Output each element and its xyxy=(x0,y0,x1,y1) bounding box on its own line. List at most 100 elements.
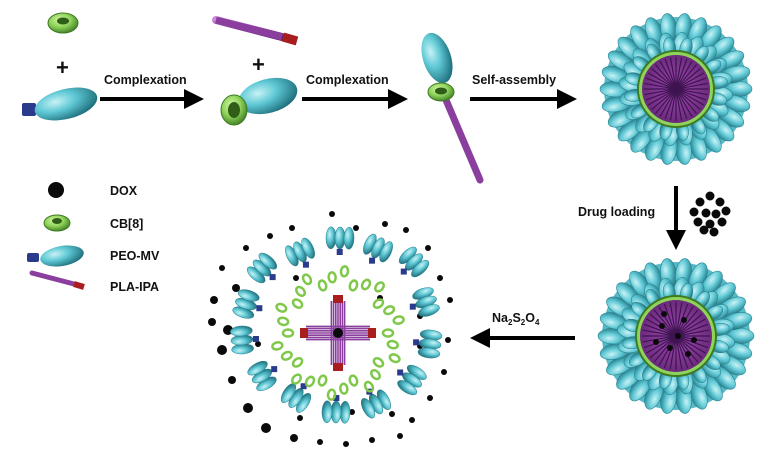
cb8-ring-icon xyxy=(43,214,71,232)
pla-chain xyxy=(664,88,677,120)
cb8-fragment xyxy=(360,278,372,291)
peo-fragment xyxy=(237,289,260,302)
pla-chain xyxy=(642,329,677,337)
peo-fragment xyxy=(330,400,342,424)
label-drug-loading: Drug loading xyxy=(578,205,655,219)
legend-item-cb8: CB[8] xyxy=(43,214,143,232)
pla-chain xyxy=(675,335,703,359)
pla-chain xyxy=(663,335,677,369)
cb8-fragment xyxy=(339,265,350,278)
pla-chain xyxy=(649,335,677,359)
mv-fragment xyxy=(397,369,404,376)
legend-label-cb8: CB[8] xyxy=(110,217,143,231)
dox-dot xyxy=(255,341,261,347)
dox-dot xyxy=(661,311,667,317)
label-complexation-1: Complexation xyxy=(104,73,187,87)
cb8-fragment xyxy=(326,388,337,401)
pla-chain xyxy=(651,67,677,90)
mv-fragment xyxy=(269,274,276,281)
pla-chain xyxy=(644,88,677,96)
dox-dot xyxy=(705,191,715,201)
legend-item-pla-ipa: PLA-IPA xyxy=(29,270,159,294)
cb8-fragment xyxy=(381,328,395,338)
pla-chain xyxy=(675,88,693,118)
dox-dot xyxy=(705,219,715,229)
dox-dot xyxy=(293,275,299,281)
pla-chain xyxy=(645,77,677,90)
pla-chain xyxy=(675,88,698,114)
cb8-fragment xyxy=(386,339,399,350)
mv-fragment xyxy=(271,366,278,373)
pla-chain xyxy=(643,323,677,337)
micelle-empty xyxy=(599,13,753,165)
dox-dot xyxy=(228,376,236,384)
dox-dot xyxy=(715,197,725,207)
cb8-fragment xyxy=(373,281,385,293)
dox-dot xyxy=(219,265,225,271)
pla-chain xyxy=(675,82,708,90)
dox-dot xyxy=(427,395,433,401)
dox-dot xyxy=(717,217,727,227)
cb8-fragment xyxy=(281,328,295,338)
na2s2o4-part-2: S xyxy=(512,311,520,325)
dox-dot xyxy=(210,296,218,304)
peo-mv-reactant xyxy=(22,87,98,121)
dox-dot xyxy=(709,227,719,237)
cb8-fragment xyxy=(369,368,381,381)
dox-dot xyxy=(653,339,659,345)
peo-fragment xyxy=(301,237,315,259)
pla-chain xyxy=(646,335,677,354)
peo-fragment xyxy=(325,226,337,250)
pla-chain xyxy=(658,335,677,366)
pla-chain xyxy=(644,82,677,90)
peo-fragment xyxy=(343,226,355,250)
dox-dot xyxy=(243,245,249,251)
legend-label-dox: DOX xyxy=(110,184,138,198)
dox-dot xyxy=(675,333,681,339)
dox-dot xyxy=(261,423,271,433)
peo-fragment xyxy=(247,360,268,376)
dox-dot xyxy=(695,197,705,207)
pla-chain xyxy=(675,88,701,111)
pla-chain xyxy=(675,313,703,337)
legend: DOX CB[8] PEO-MV PLA-IPA xyxy=(27,182,160,294)
pla-chain xyxy=(669,335,677,370)
pla-chain xyxy=(669,88,677,121)
dox-dot xyxy=(208,318,216,326)
pla-chain xyxy=(643,335,677,349)
mv-fragment xyxy=(400,268,407,275)
dox-dot xyxy=(659,323,665,329)
peo-fragment xyxy=(321,400,333,424)
cb8-ring-reactant xyxy=(47,12,79,34)
peo-fragment xyxy=(258,252,278,270)
pla-chain xyxy=(647,72,677,90)
label-na2s2o4: Na2S2O4 xyxy=(492,311,540,327)
cb8-fragment xyxy=(291,298,304,309)
micelle-drug-loaded xyxy=(597,258,755,414)
cb8-fragment xyxy=(301,273,313,286)
pla-chain xyxy=(645,88,677,101)
micelle-disassembled xyxy=(208,211,453,447)
pla-chain xyxy=(675,335,689,369)
pla-chain xyxy=(653,309,677,337)
cb8-fragment xyxy=(339,382,349,395)
dox-dot xyxy=(691,337,697,343)
pla-chain xyxy=(675,335,694,366)
cb8-fragment xyxy=(275,302,288,313)
na2s2o4-part-3: 2 xyxy=(521,318,526,327)
pla-chain xyxy=(675,60,693,90)
dox-dot xyxy=(217,345,227,355)
na2s2o4-part-4: O xyxy=(525,311,535,325)
mv-fragment xyxy=(300,383,307,390)
pla-chain xyxy=(675,72,705,90)
dox-dot xyxy=(317,439,323,445)
pla-chain xyxy=(659,88,677,118)
pla-chain xyxy=(651,88,677,111)
pla-chain xyxy=(675,88,707,101)
peo-fragment xyxy=(417,347,441,359)
pla-chain xyxy=(654,88,677,114)
legend-label-pla-ipa: PLA-IPA xyxy=(110,280,159,294)
pla-chain xyxy=(675,335,683,370)
